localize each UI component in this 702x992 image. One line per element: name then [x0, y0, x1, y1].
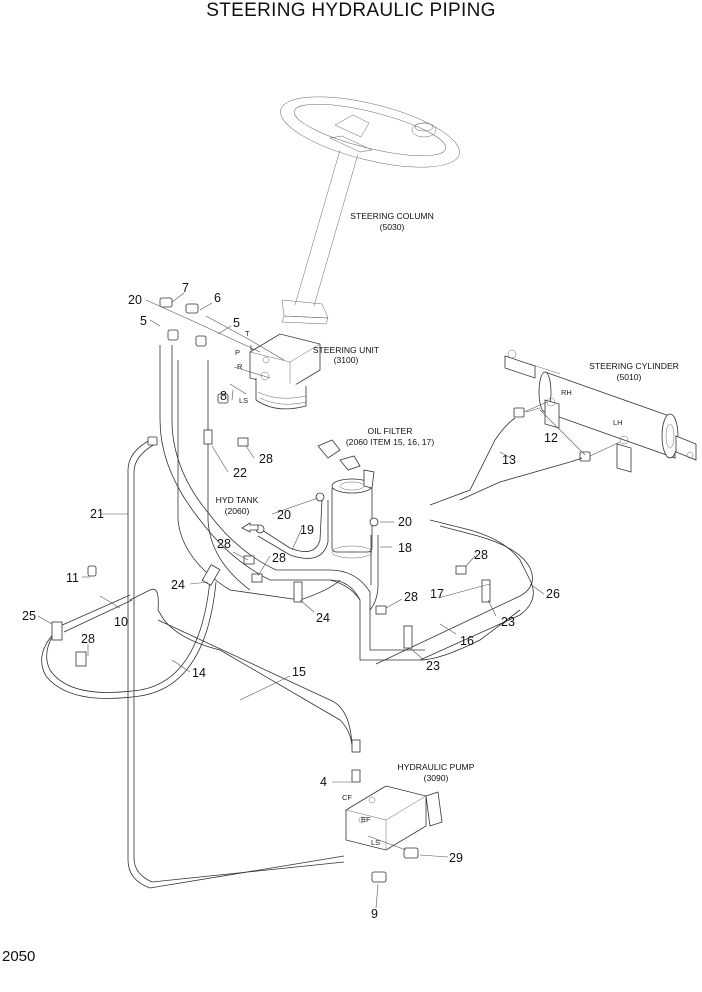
label-steering-cylinder-name: STEERING CYLINDER: [589, 361, 679, 371]
callout-11: 11: [66, 571, 79, 585]
callout-25: 25: [22, 609, 36, 623]
port-ls-steering: LS: [239, 396, 248, 405]
oil-filter-body: [317, 439, 375, 559]
callout-4: 4: [320, 775, 327, 789]
label-hyd-tank-name: HYD TANK: [216, 495, 259, 505]
component-labels: STEERING COLUMN (5030) STEERING UNIT (31…: [216, 211, 679, 783]
label-oil-filter-name: OIL FILTER: [368, 426, 413, 436]
callout-5-b: 5: [233, 316, 240, 330]
callout-28-d: 28: [81, 632, 95, 646]
fittings: [51, 297, 491, 883]
callout-6: 6: [214, 291, 221, 305]
callout-28-f: 28: [474, 548, 488, 562]
callout-numbers: 7 20 6 5 5 8 28 22 21 12 13 20 19 20 18 …: [22, 281, 560, 921]
port-rh: RH: [561, 388, 572, 397]
callout-12: 12: [544, 431, 558, 445]
callout-20-b: 20: [277, 508, 291, 522]
port-cf: CF: [342, 793, 352, 802]
callout-29: 29: [449, 851, 463, 865]
label-steering-column-name: STEERING COLUMN: [350, 211, 434, 221]
callout-17: 17: [430, 587, 444, 601]
callout-21: 21: [90, 507, 104, 521]
steering-column-shaft: [281, 149, 359, 325]
callout-20-a: 20: [128, 293, 142, 307]
label-steering-unit-name: STEERING UNIT: [313, 345, 380, 355]
callout-22: 22: [233, 466, 247, 480]
callout-24-b: 24: [316, 611, 330, 625]
label-hydraulic-pump-code: (3090): [424, 773, 449, 783]
label-hyd-tank-code: (2060): [225, 506, 250, 516]
label-steering-column-code: (5030): [380, 222, 405, 232]
callout-19: 19: [300, 523, 314, 537]
hyd-tank-arrow: [241, 522, 259, 533]
label-steering-cylinder-code: (5010): [617, 372, 642, 382]
callout-7: 7: [182, 281, 189, 295]
callout-8: 8: [220, 389, 227, 403]
steering-cylinder-body: [504, 349, 697, 473]
port-l: L: [250, 343, 254, 352]
callout-5-a: 5: [140, 314, 147, 328]
port-ef: EF: [361, 815, 371, 824]
callout-24-a: 24: [171, 578, 185, 592]
callout-28-c: 28: [272, 551, 286, 565]
callout-28-e: 28: [404, 590, 418, 604]
page-number: 2050: [2, 948, 36, 965]
callout-18: 18: [398, 541, 412, 555]
leader-lines: [37, 292, 586, 909]
callout-15: 15: [292, 665, 306, 679]
label-hydraulic-pump-name: HYDRAULIC PUMP: [398, 762, 475, 772]
callout-10: 10: [114, 615, 128, 629]
callout-23-b: 23: [426, 659, 440, 673]
callout-20-c: 20: [398, 515, 412, 529]
label-oil-filter-code: (2060 ITEM 15, 16, 17): [346, 437, 435, 447]
page-title: STEERING HYDRAULIC PIPING: [206, 0, 496, 21]
port-r: R: [237, 362, 243, 371]
callout-13: 13: [502, 453, 516, 467]
callout-28-b: 28: [217, 537, 231, 551]
callout-9: 9: [371, 907, 378, 921]
port-ls-pump: LS: [371, 838, 380, 847]
callout-16: 16: [460, 634, 474, 648]
hydraulic-pump-body: [345, 785, 443, 851]
callout-28-a: 28: [259, 452, 273, 466]
callout-14: 14: [192, 666, 206, 680]
port-t: T: [245, 329, 250, 338]
callout-23-a: 23: [501, 615, 515, 629]
cylinder-fittings: [513, 401, 621, 462]
steering-unit-body: [249, 333, 321, 410]
label-steering-unit-code: (3100): [334, 355, 359, 365]
port-lh: LH: [613, 418, 623, 427]
steering-wheel: [280, 96, 460, 168]
pipes: [41, 345, 583, 889]
callout-26: 26: [546, 587, 560, 601]
port-p: P: [235, 348, 240, 357]
port-labels: T L P R LS RH LH CF EF LS: [235, 329, 623, 847]
